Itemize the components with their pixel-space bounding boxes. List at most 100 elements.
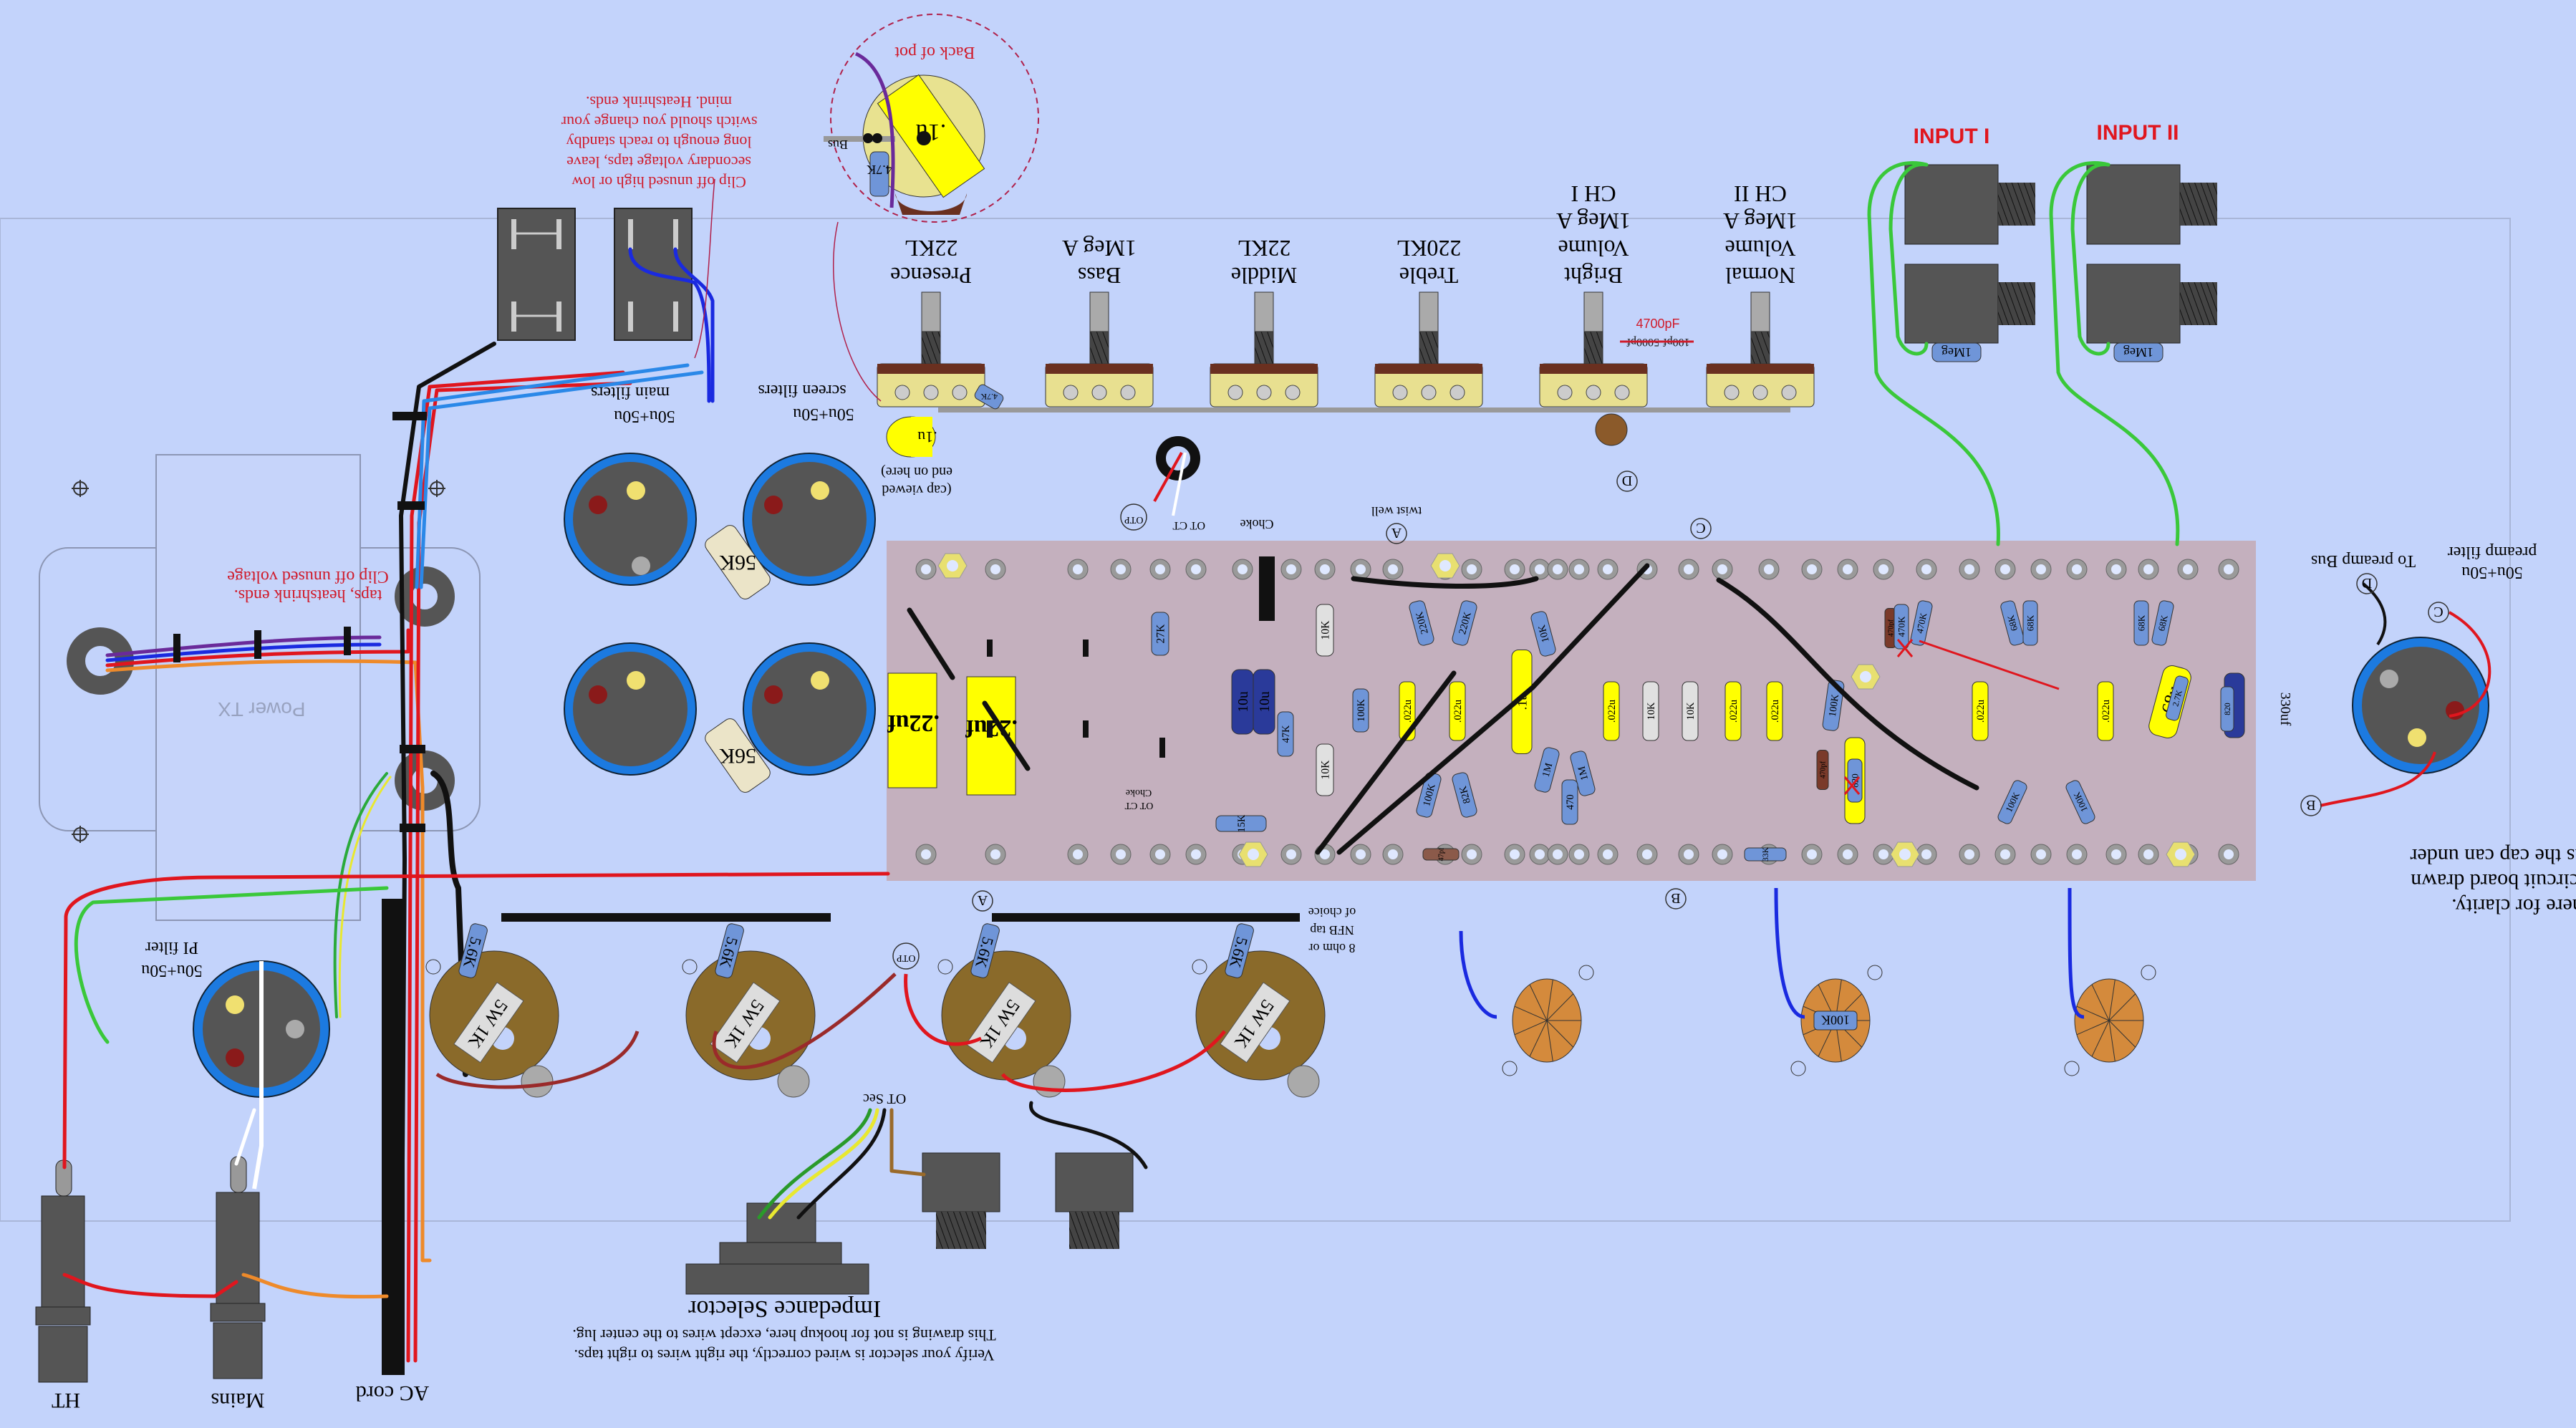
component-label: .022u (1975, 700, 1987, 723)
resistor-68k: 68K (2133, 600, 2149, 646)
preamp-filter-label: preamp filter (2448, 543, 2537, 561)
pi-filter-can (193, 960, 330, 1190)
cap-022u: .022u (1972, 681, 1989, 741)
resistor-47k: 47K (1277, 711, 1294, 757)
pot-label: 1Meg A (1723, 208, 1798, 234)
ht-label: HT (52, 1389, 80, 1412)
component-label: 10K (1646, 702, 1657, 720)
cap-can-note-line1: This is the cap can under (2410, 844, 2576, 868)
resistor-100k: 100K (1352, 688, 1369, 733)
ot-ct-label: OT CT (1172, 519, 1205, 531)
speaker-jack-2[interactable] (1055, 1152, 1134, 1249)
pot-label: Middle (1231, 263, 1297, 289)
pot-label: 1Meg A (1556, 208, 1631, 234)
component-label: .022u (1770, 700, 1781, 723)
connector-D (2356, 573, 2378, 594)
mains-fuse-holder[interactable] (210, 1156, 266, 1379)
screen-filters-value: 50u+50u (793, 405, 854, 423)
svg-text:4.7K: 4.7K (867, 163, 892, 177)
preamp-tube-socket (2064, 965, 2156, 1076)
otp-label-2: OTP (897, 952, 916, 963)
component-label: 68K (2025, 614, 2036, 631)
bright-cap (1595, 413, 1628, 446)
component-label: 470pf (1888, 619, 1896, 637)
resistor-1m: 1M (1534, 747, 1560, 793)
power-tube-socket: 5W 1K5.6K (937, 923, 1071, 1098)
resistor-100k: 100K (2065, 780, 2095, 824)
connector-letter: B (2306, 797, 2315, 813)
choke-label: Choke (1240, 517, 1274, 531)
pot-label: Treble (1399, 263, 1458, 289)
pot-label: Volume (1725, 236, 1796, 261)
mains-label: Mains (211, 1389, 265, 1412)
ht-fuse-holder[interactable] (35, 1159, 91, 1383)
impedance-selector[interactable] (685, 1202, 869, 1295)
nfb-note-line3: of choice (1308, 905, 1356, 920)
screen-resistor-56k: 56K 56K (705, 525, 771, 793)
component-label: 2.7K (2171, 689, 2184, 708)
main-filters-value: 50u+50u (614, 407, 675, 425)
component-label: 82K (1457, 784, 1473, 805)
component-label: 10K (1536, 623, 1552, 644)
coupling-cap-1: .22uf (887, 672, 940, 788)
component-label: 10K (1319, 620, 1331, 640)
svg-text:Clip off unused high or low: Clip off unused high or low (571, 173, 746, 191)
input-jacks-2[interactable]: 1Meg (2086, 164, 2217, 362)
standby-switch[interactable] (497, 208, 576, 341)
resistor-1m: 1M (1570, 751, 1596, 796)
pot-label: Volume (1558, 236, 1629, 261)
back-of-pot-inset: Back of pot .1u 4.7K Bus (824, 14, 1039, 402)
resistor-10k: 10K (1316, 604, 1334, 657)
input-jacks-1[interactable]: 1Meg (1904, 164, 2035, 362)
bright-cap-new-value: 4700pF (1636, 317, 1679, 331)
standby-note: mind. Heatshrink ends. switch should you… (561, 93, 758, 359)
component-label: 10u (1258, 691, 1273, 713)
svg-text:Back of pot: Back of pot (894, 43, 975, 62)
component-label: .022u (1728, 700, 1740, 723)
screen-filter-can-2 (743, 642, 876, 776)
cap-022u: .022u (1449, 681, 1466, 741)
ot-sec-label: OT Sec (863, 1091, 906, 1106)
svg-text:56K: 56K (719, 551, 756, 574)
power-tx-label: Power TX (218, 698, 306, 720)
component-label: 10K (1319, 760, 1331, 780)
svg-text:long enough to reach standby: long enough to reach standby (566, 133, 751, 151)
input2-resistor: 1Meg (2123, 345, 2153, 360)
svg-text:.1u: .1u (917, 428, 937, 446)
connector-A (972, 890, 993, 912)
screen-filters-label: screen filters (758, 381, 846, 400)
pot-label: 1Meg A (1062, 236, 1137, 261)
x-mark (1896, 639, 1914, 657)
ac-cord-label: AC cord (356, 1381, 429, 1405)
power-tube-socket: 5W 1K5.6K (682, 923, 816, 1098)
power-tube-socket: 5W 1K5.6K (1192, 923, 1326, 1098)
speaker-jack-1[interactable] (922, 1152, 1000, 1249)
component-label: 100K (1356, 698, 1367, 721)
preamp-filter-can (2320, 582, 2491, 807)
svg-text:.22uf: .22uf (887, 710, 940, 736)
connector-D (1616, 471, 1638, 492)
resistor-100k: 100K (1822, 680, 1845, 731)
nfb-note-line2: NFB tap (1310, 923, 1354, 937)
tx-note-line1: Clip off unused voltage (227, 567, 389, 586)
connector-letter: D (1622, 473, 1632, 488)
presence-cap: .1u end on here) (cap viewed 4.7K (881, 384, 1004, 498)
resistor-27k: 27K (1151, 612, 1169, 656)
resistor-10k: 10K (1316, 743, 1334, 796)
resistor-10k: 10K (1530, 611, 1556, 657)
component-label: 33K (1761, 846, 1770, 862)
resistor-470k: 470K (1910, 600, 1933, 646)
pot-label: 220KL (1396, 236, 1462, 261)
impedance-selector-label: Impedance Selector (688, 1296, 881, 1322)
resistor-15k: 15K (1215, 814, 1267, 832)
turret-board (887, 541, 2256, 881)
svg-text:mind. Heatshrink ends.: mind. Heatshrink ends. (586, 93, 732, 111)
